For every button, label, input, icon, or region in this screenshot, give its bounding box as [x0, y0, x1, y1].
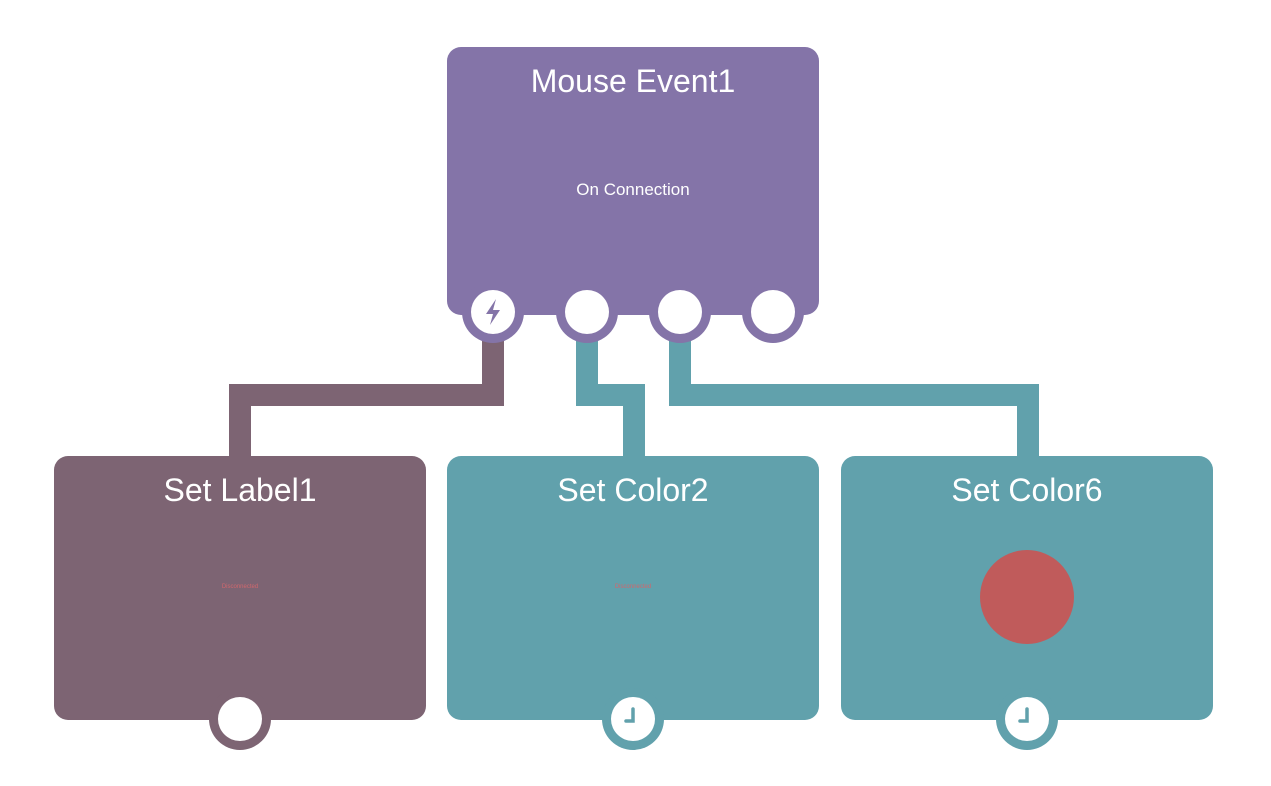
set-color-node[interactable]: Set Color6 — [841, 456, 1213, 720]
mouse-event-node[interactable]: Mouse Event1 On Connection — [447, 47, 819, 315]
color-swatch — [980, 550, 1074, 644]
set-color-node[interactable]: Set Color2 Disconnected — [447, 456, 819, 720]
input-port-set-color2[interactable] — [602, 688, 664, 750]
node-title: Mouse Event1 — [530, 63, 736, 99]
input-port-set-label1[interactable] — [209, 688, 271, 750]
lightning-icon — [486, 299, 500, 325]
clock-icon — [1018, 707, 1029, 723]
status-text: Disconnected — [221, 584, 259, 590]
input-port-set-color6[interactable] — [996, 688, 1058, 750]
output-port-trigger[interactable] — [462, 281, 524, 343]
wire-port2-to-set-color2 — [576, 330, 645, 470]
output-port-2[interactable] — [556, 281, 618, 343]
output-port-4[interactable] — [742, 281, 804, 343]
wire-event-to-set-label1 — [229, 330, 504, 470]
status-text: Disconnected — [614, 584, 652, 590]
node-title: Set Label1 — [163, 472, 317, 508]
node-title: Set Color2 — [557, 472, 709, 508]
wire-port3-to-set-color6 — [669, 330, 1039, 470]
output-port-3[interactable] — [649, 281, 711, 343]
node-title: Set Color6 — [951, 472, 1103, 508]
node-subtitle: On Connection — [576, 180, 690, 199]
clock-icon — [624, 707, 635, 723]
set-label-node[interactable]: Set Label1 Disconnected — [54, 456, 426, 720]
